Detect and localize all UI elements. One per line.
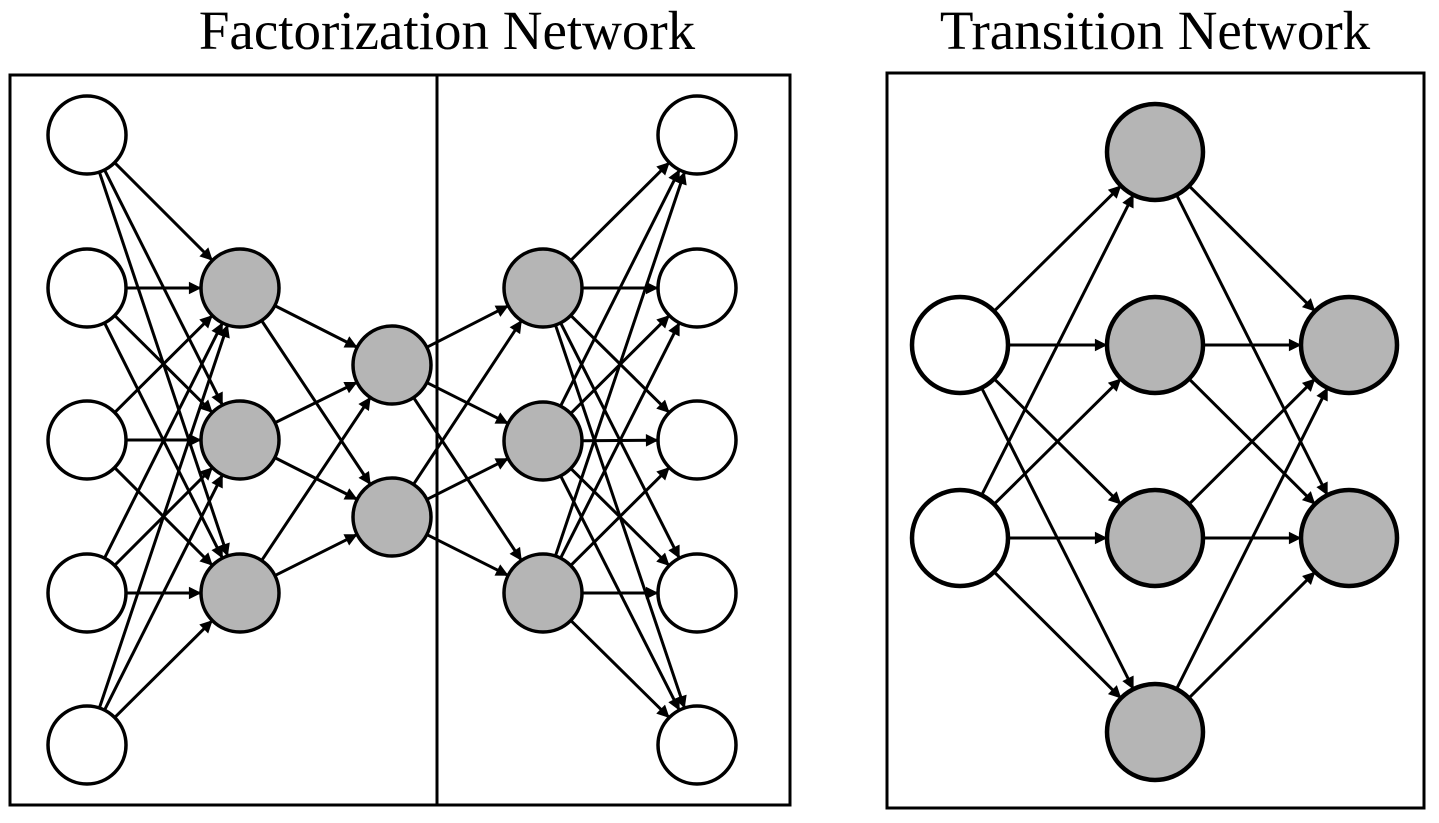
factorization-edge-B1-G1 (426, 304, 509, 349)
transition-frame (885, 71, 1426, 810)
factorization-hidden-node-H2 (199, 399, 281, 481)
factorization-input-node-I1 (46, 94, 128, 176)
factorization-output-node-O3 (656, 399, 738, 481)
transition-edge-M3-R1 (1187, 377, 1317, 506)
transition-hidden-node-M3 (1104, 487, 1206, 589)
factorization-edge-I1-H1 (113, 161, 214, 262)
transition-edge-W1-M1 (993, 184, 1122, 313)
transition-edge-M1-R1 (1187, 184, 1317, 313)
transition-edge-M4-R1 (1175, 387, 1329, 690)
factorization-input-node-I5 (46, 704, 128, 786)
factorization-edge-H1-B1 (274, 304, 358, 349)
factorization-edge-I5-H3 (113, 619, 214, 719)
factorization-edge-H3-B2 (274, 533, 358, 577)
transition-input-node-W1 (909, 294, 1011, 396)
factorization-edge-I4-H1 (103, 322, 224, 559)
factorization-network-group (8, 73, 792, 807)
factorization-edge-G3-O2 (559, 322, 681, 559)
factorization-edge-I5-H1 (97, 324, 230, 709)
factorization-input-node-I4 (46, 552, 128, 634)
factorization-edge-B2-G1 (412, 319, 523, 486)
factorization-input-node-I3 (46, 399, 128, 481)
transition-network-group (885, 71, 1426, 810)
factorization-edge-I5-H2 (103, 474, 224, 711)
factorization-input-node-I2 (46, 247, 128, 329)
factorization-edge-H2-B1 (274, 380, 358, 425)
factorization-network-title: Factorization Network (198, 0, 696, 61)
factorization-edge-G3-O5 (569, 619, 671, 719)
factorization-frame (8, 73, 792, 807)
factorization-hidden-node-H3 (199, 552, 281, 634)
transition-edge-W2-M1 (980, 194, 1135, 496)
transition-hidden-node-M4 (1104, 681, 1206, 783)
transition-edge-M4-R2 (1187, 570, 1317, 700)
factorization-edge-G2-O1 (559, 169, 681, 407)
factorization-output-node-O2 (656, 247, 738, 329)
transition-edge-W2-M4 (992, 570, 1123, 700)
factorization-edge-I3-H1 (113, 314, 214, 414)
factorization-edge-B2-G3 (426, 533, 509, 577)
factorization-edge-B2-G2 (426, 457, 509, 501)
factorization-hidden-node-G3 (502, 552, 584, 634)
transition-edge-W2-M2 (993, 377, 1122, 506)
transition-network-title: Transition Network (939, 0, 1371, 61)
transition-hidden-node-M1 (1104, 101, 1206, 203)
transition-output-node-R2 (1298, 487, 1400, 589)
transition-hidden-node-M2 (1104, 294, 1206, 396)
factorization-hidden-node-G2 (502, 400, 584, 482)
factorization-output-node-O4 (656, 552, 738, 634)
factorization-output-node-O1 (656, 94, 738, 176)
factorization-edge-G3-O1 (554, 171, 687, 557)
factorization-edge-G1-O1 (569, 161, 671, 262)
factorization-edge-G3-O3 (569, 466, 671, 567)
factorization-hidden-node-G1 (502, 247, 584, 329)
factorization-bottleneck-node-B2 (351, 476, 433, 558)
factorization-hidden-node-H1 (199, 247, 281, 329)
transition-input-node-W2 (909, 487, 1011, 589)
factorization-output-node-O5 (656, 704, 738, 786)
factorization-edge-H3-B1 (260, 396, 372, 562)
factorization-bottleneck-node-B1 (351, 324, 433, 406)
transition-output-node-R1 (1298, 294, 1400, 396)
